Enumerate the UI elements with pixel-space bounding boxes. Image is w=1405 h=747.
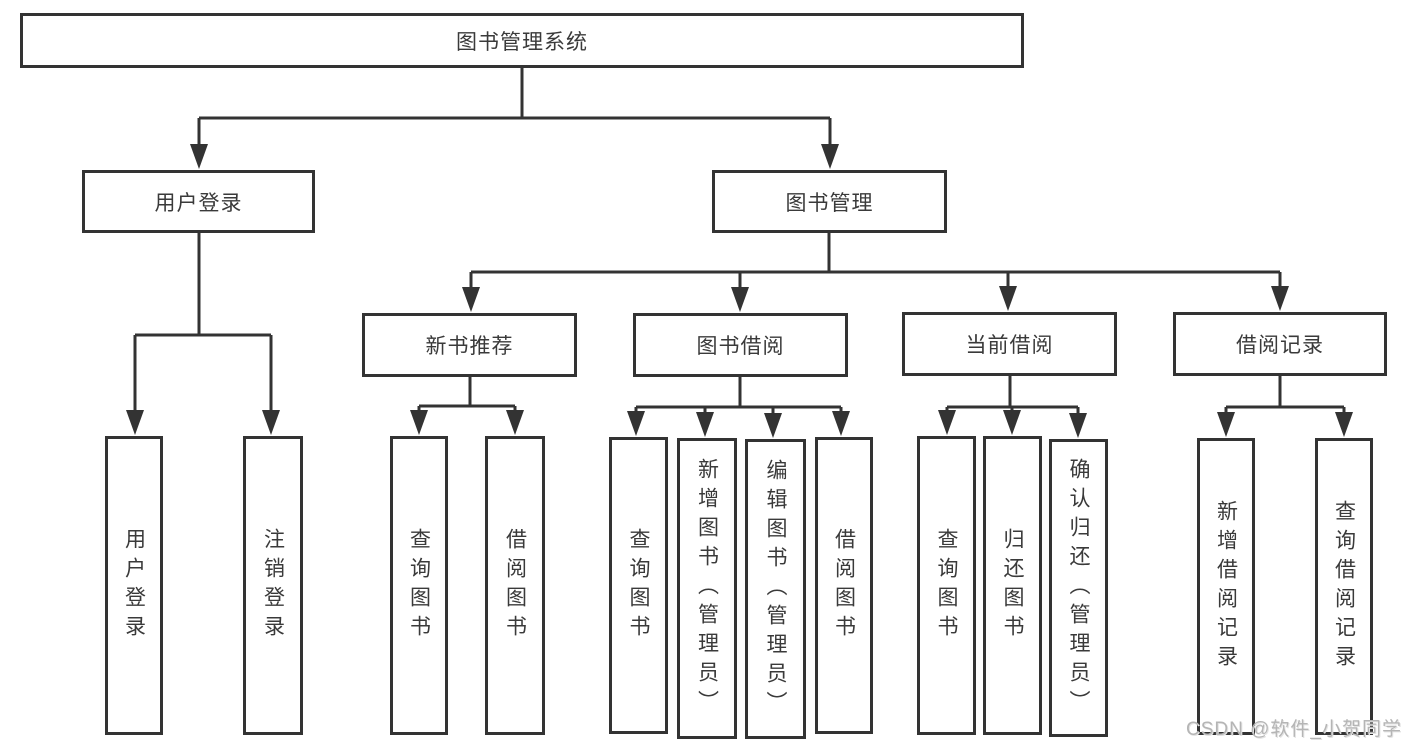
node-label: 新增图书（管理员） [695,458,719,719]
node-label: 确认归还（管理员） [1067,457,1090,719]
csdn-watermark: CSDN @软件_小贺同学 [1186,719,1402,740]
node-label: 借阅图书 [832,527,856,644]
leaf-logout: 注销登录 [243,436,303,735]
leaf-return-book: 归还图书 [983,436,1042,735]
leaf-borrow-books-recommend: 借阅图书 [485,436,545,735]
node-label: 当前借阅 [965,334,1054,357]
node-label: 查询借阅记录 [1332,499,1356,674]
node-label: 新增借阅记录 [1214,499,1238,674]
leaf-query-books-current: 查询图书 [917,436,976,735]
node-library-management-system: 图书管理系统 [20,13,1024,68]
node-borrow-records: 借阅记录 [1173,312,1387,376]
node-label: 图书管理 [785,191,874,215]
node-label: 查询图书 [407,527,431,644]
leaf-confirm-return-admin: 确认归还（管理员） [1049,439,1108,737]
node-label: 图书借阅 [696,335,785,358]
node-book-management: 图书管理 [712,170,947,233]
leaf-add-borrow-record: 新增借阅记录 [1197,438,1255,735]
node-label: 用户登录 [154,191,243,215]
node-label: 借阅记录 [1236,334,1324,357]
leaf-add-book-admin: 新增图书（管理员） [677,438,737,739]
node-label: 查询图书 [627,527,650,644]
node-current-borrow: 当前借阅 [902,312,1117,376]
leaf-query-borrow-record: 查询借阅记录 [1315,438,1373,735]
leaf-borrow-books: 借阅图书 [815,437,873,734]
node-label: 新书推荐 [425,335,514,358]
node-new-book-recommend: 新书推荐 [362,313,577,377]
node-label: 编辑图书（管理员） [764,458,787,720]
node-label: 用户登录 [122,527,146,644]
node-label: 图书管理系统 [456,30,588,54]
node-label: 注销登录 [261,527,285,644]
node-user-login: 用户登录 [82,170,315,233]
node-label: 查询图书 [935,527,958,644]
leaf-edit-book-admin: 编辑图书（管理员） [745,439,806,739]
node-label: 归还图书 [1001,527,1024,644]
node-label: 借阅图书 [503,527,527,644]
leaf-query-books-recommend: 查询图书 [390,436,448,735]
leaf-user-login: 用户登录 [105,436,163,735]
leaf-query-books-borrow: 查询图书 [609,437,668,734]
node-book-borrow: 图书借阅 [633,313,848,377]
